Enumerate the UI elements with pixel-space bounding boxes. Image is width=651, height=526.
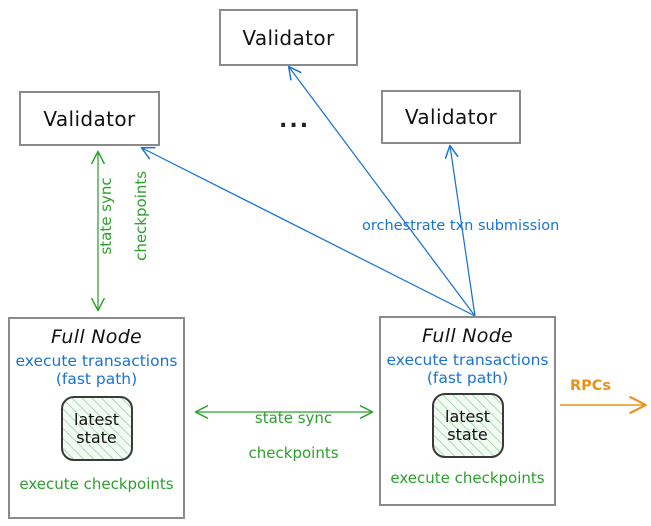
full-node-left-latest-state[interactable]: latest state xyxy=(60,396,133,462)
ellipsis-more-validators: ... xyxy=(279,108,311,133)
validator-left-label: Validator xyxy=(43,106,136,131)
full-node-left-fastpath: execute transactions (fast path) xyxy=(15,352,178,388)
full-node-right-box[interactable]: Full Node execute transactions (fast pat… xyxy=(379,316,556,506)
full-node-left-state-line2: state xyxy=(76,427,117,447)
full-node-left-fastpath-line1: execute transactions xyxy=(15,352,178,370)
full-node-left-bottom-label: execute checkpoints xyxy=(19,475,174,494)
full-node-right-state-line2: state xyxy=(447,424,488,444)
label-rpcs: RPCs xyxy=(570,378,612,394)
full-node-left-fastpath-line2: (fast path) xyxy=(55,369,138,388)
validator-right-box[interactable]: Validator xyxy=(381,90,521,144)
label-orchestrate-txn-submission: orchestrate txn submission xyxy=(362,218,560,234)
full-node-left-box[interactable]: Full Node execute transactions (fast pat… xyxy=(8,317,185,519)
label-state-sync-vertical-line2: checkpoints xyxy=(132,170,151,261)
validator-top-label: Validator xyxy=(242,25,335,50)
full-node-left-state-line1: latest xyxy=(74,409,119,429)
validator-top-box[interactable]: Validator xyxy=(219,9,358,66)
full-node-right-latest-state[interactable]: latest state xyxy=(431,393,504,459)
full-node-right-title: Full Node xyxy=(421,325,514,347)
full-node-left-title: Full Node xyxy=(50,326,143,348)
label-state-sync-horizontal-line1: state sync xyxy=(254,408,333,427)
label-state-sync-vertical-line1: state sync xyxy=(96,177,115,255)
full-node-right-fastpath: execute transactions (fast path) xyxy=(386,351,549,387)
full-node-right-state-line1: latest xyxy=(445,406,490,426)
label-state-sync-horizontal: state sync checkpoints xyxy=(228,392,340,480)
label-state-sync-horizontal-line2: checkpoints xyxy=(248,444,339,463)
validator-right-label: Validator xyxy=(404,105,498,129)
validator-left-box[interactable]: Validator xyxy=(19,91,160,146)
full-node-right-fastpath-line2: (fast path) xyxy=(426,368,509,387)
label-state-sync-vertical: state sync checkpoints xyxy=(80,171,168,280)
full-node-right-fastpath-line1: execute transactions xyxy=(386,351,549,369)
full-node-right-bottom-label: execute checkpoints xyxy=(390,469,545,488)
